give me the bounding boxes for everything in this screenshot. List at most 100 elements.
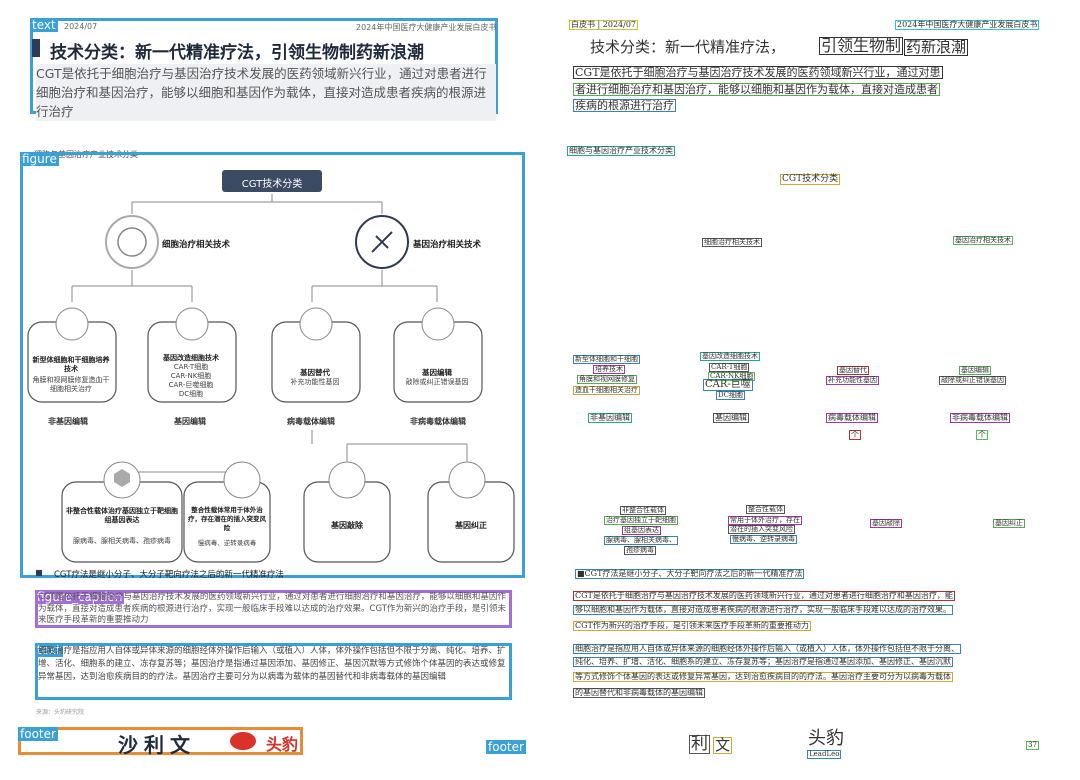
card-8-title: 基因纠正 <box>455 521 487 530</box>
r-intro-2: 者进行细胞治疗和基因治疗，能够以细胞和基因作为载体，直接对造成患者 <box>573 83 940 96</box>
r-body-1: 细胞治疗是指应用人自体或异体来源的细胞经体外操作后输入（或植入）人体，体外操作包… <box>573 644 961 654</box>
r-intro-3: 疾病的根源进行治疗 <box>573 99 676 112</box>
diagram-bullet: CGT疗法是继小分子、大分子靶向疗法之后的新一代精准疗法 <box>54 570 284 580</box>
r-footer-2: 文 <box>713 736 733 754</box>
r-cap-3: CGT作为新兴的治疗手段，是引领未来医疗手段革新的重要推动力 <box>573 621 811 631</box>
right-panel: 白皮书 | 2024/07 2024年中国医疗大健康产业发展白皮书 技术分类：新… <box>540 0 1080 780</box>
r-c7: 基因敲除 <box>870 519 902 528</box>
root-node-label: CGT技术分类 <box>241 179 303 190</box>
intro-paragraph: CGT是依托于细胞治疗与基因治疗技术发展的医药领域新兴行业，通过对患者进行细胞治… <box>36 64 496 121</box>
source-note: 来源：头豹研究院 <box>36 709 85 716</box>
r-l4b: 个 <box>976 430 988 440</box>
r-footer-4: LeadLeo <box>807 750 842 759</box>
r-c5d: 腺病毒、腺相关病毒、 <box>604 536 678 545</box>
r-root: CGT技术分类 <box>780 174 841 185</box>
footer-brand-leadleo: 头豹 <box>266 735 299 754</box>
r-c1b: 培养技术 <box>593 365 625 374</box>
header-report: 2024年中国医疗大健康产业发展白皮书 <box>356 23 497 32</box>
card-2-l2: CAR-NK细胞 <box>170 372 212 380</box>
r-l4: 非病毒载体编辑 <box>950 413 1010 423</box>
cell-branch-label: 细胞治疗相关技术 <box>162 240 231 250</box>
r-c4a: 基因编辑 <box>959 366 991 375</box>
group-label-4: 非病毒载体编辑 <box>410 417 466 426</box>
r-page-number: 37 <box>1026 741 1039 750</box>
body-text: 细胞治疗是指应用人自体或异体来源的细胞经体外操作后输入（或植入）人体，体外操作包… <box>38 646 506 682</box>
r-l3: 病毒载体编辑 <box>826 413 878 423</box>
r-c2b: CAR-T细胞 <box>709 363 750 372</box>
card-2-l4: DC细胞 <box>178 390 204 398</box>
cell-branch-icon <box>105 215 159 269</box>
r-title-a: 技术分类：新一代精准疗法， <box>590 38 786 56</box>
footer-block <box>18 727 303 755</box>
cgt-diagram <box>27 170 515 563</box>
r-l2: 基因编辑 <box>713 413 749 423</box>
group-label-1: 非基因编辑 <box>48 417 88 426</box>
card-2-l3: CAR-巨噬细胞 <box>168 381 214 389</box>
card-2-title: 基因改造细胞技术 <box>163 354 219 362</box>
r-c3b: 补充功能性基因 <box>826 376 879 385</box>
gene-branch-label: 基因治疗相关技术 <box>413 240 482 250</box>
label-figure: figure <box>20 152 59 166</box>
footer-brand-sullivan: 沙利文 <box>118 733 196 757</box>
figure-block <box>20 152 525 578</box>
r-c1d: 造血干细胞相关治疗 <box>573 386 640 395</box>
body-text-block <box>35 643 512 700</box>
card-5-title: 非整合性载体治疗基因独立于靶细胞组基因表达 <box>66 507 178 524</box>
label-caption: figure_caption <box>35 590 125 604</box>
group-label-3: 病毒载体编辑 <box>287 417 335 426</box>
r-c1c: 角膜和视网膜修复 <box>577 375 637 384</box>
card-7-title: 基因敲除 <box>331 521 363 530</box>
r-c2e: DC细胞 <box>716 391 745 400</box>
r-body-2: 纯化、培养、扩增、活化、细胞系的建立、冻存复苏等；基因治疗是指通过基因添加、基因… <box>573 657 953 667</box>
card-2-l1: CAR-T细胞 <box>173 363 209 371</box>
r-header-left: 白皮书 | 2024/07 <box>569 20 639 30</box>
caption-block <box>35 590 512 628</box>
card-4-title: 基因编辑 <box>422 368 452 377</box>
footer-logo-mark <box>230 732 256 750</box>
r-c6c: 潜在的插入突变风险 <box>728 525 795 534</box>
r-c6a: 整合性载体 <box>746 505 785 514</box>
r-title-b: 引领生物制 <box>819 36 904 55</box>
r-title-c: 药新浪潮 <box>904 38 969 56</box>
r-c5c: 组基因表达 <box>622 526 661 535</box>
r-c4b: 敲除或纠正错误基因 <box>939 376 1006 385</box>
r-cap-1: CGT是依托于细胞治疗与基因治疗技术发展的医药领域新兴行业，通过对患者进行细胞治… <box>573 591 955 601</box>
r-c5a: 非整合性载体 <box>620 506 666 515</box>
r-footer-3: 头豹 <box>808 728 844 749</box>
caption-text: CGT是依托于细胞治疗与基因治疗技术发展的医药领域新兴行业，通过对患者进行细胞治… <box>38 592 506 625</box>
r-cap-2: 够以细胞和基因作为载体，直接对造成患者疾病的根源进行治疗，实现一般临床手段难以达… <box>573 605 953 615</box>
card-1-sub: 角膜和视网膜修复造血干细胞相关治疗 <box>32 376 110 393</box>
card-4-sub: 敲除或纠正错误基因 <box>405 378 469 386</box>
label-text: text <box>30 18 58 32</box>
r-c8: 基因纠正 <box>993 519 1025 528</box>
r-cell: 细胞治疗相关技术 <box>702 238 762 247</box>
r-intro-1: CGT是依托于细胞治疗与基因治疗技术发展的医药领域新兴行业，通过对患 <box>573 66 943 79</box>
card-3-title: 基因替代 <box>300 368 330 377</box>
r-footer-1: 利 <box>689 734 710 754</box>
r-c1a: 新型体细胞和干细胞 <box>573 355 640 364</box>
r-c2d: CAR-巨噬 <box>703 379 753 391</box>
bullet-square <box>36 570 42 576</box>
r-bullet: ■CGT疗法是继小分子、大分子靶向疗法之后的新一代精准疗法 <box>575 569 805 579</box>
r-c5e: 孢疹病毒 <box>624 546 656 555</box>
r-c6b: 常用于体外治疗，存在 <box>728 516 802 525</box>
r-c2a: 基因改造细胞技术 <box>700 352 760 361</box>
r-l1: 非基因编辑 <box>588 413 632 423</box>
r-l3b: 个 <box>849 430 861 440</box>
r-c6d: 慢病毒、逆转录病毒 <box>730 535 797 544</box>
r-c5b: 治疗基因独立于靶细胞 <box>604 516 678 525</box>
label-footer-right: footer <box>486 740 526 754</box>
card-6-title: 整合性载体常用于体外治疗，存在潜在的插入突变风险 <box>188 506 266 532</box>
r-body-4: 的基因替代和非病毒载体的基因编辑 <box>573 688 705 698</box>
card-6-sub: 慢病毒、逆转录病毒 <box>197 539 257 547</box>
header-date: 2024/07 <box>64 22 98 31</box>
r-c2c: CAR-NK细胞 <box>708 372 756 381</box>
label-text-body: text <box>35 643 63 657</box>
title-bar-accent <box>32 39 40 57</box>
group-label-2: 基因编辑 <box>174 417 206 426</box>
r-figtitle: 细胞与基因治疗产业技术分类 <box>567 146 675 156</box>
left-panel: text 2024/07 2024年中国医疗大健康产业发展白皮书 技术分类：新一… <box>18 18 526 757</box>
label-footer: footer <box>18 727 58 741</box>
r-body-3: 等方式修饰个体基因的表达或修复异常基因，达到治愈疾病目的的疗法。基因治疗主要可分… <box>573 672 953 682</box>
r-header-right: 2024年中国医疗大健康产业发展白皮书 <box>895 20 1040 30</box>
